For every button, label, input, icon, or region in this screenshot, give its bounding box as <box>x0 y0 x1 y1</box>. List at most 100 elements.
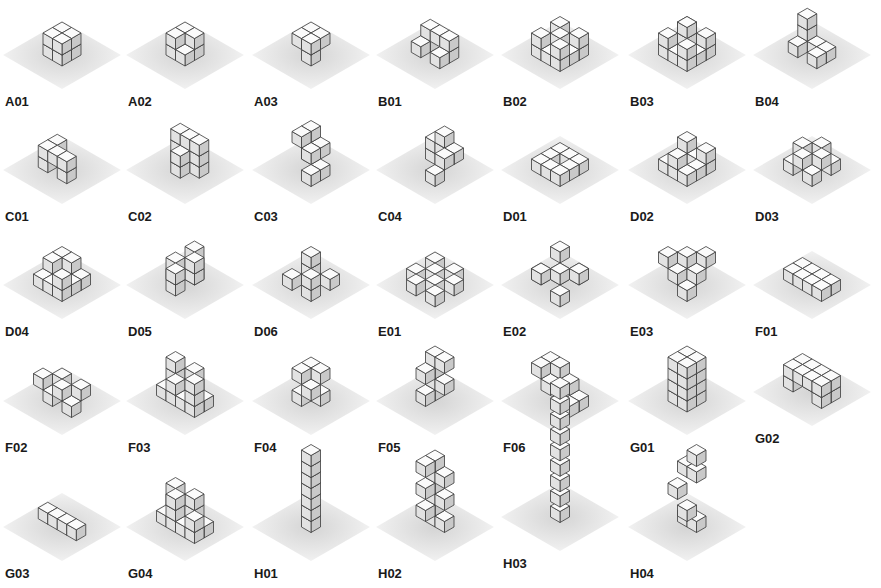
ground-plate <box>628 493 746 561</box>
cube-top-face <box>659 28 678 39</box>
cube-configuration <box>501 377 619 551</box>
cube-top-face <box>678 357 697 368</box>
figure-label-holder: G03 <box>5 567 30 581</box>
cube <box>166 374 185 396</box>
cube <box>185 28 204 50</box>
cube <box>166 489 185 511</box>
cube-configuration <box>376 251 494 319</box>
figure-label: F06 <box>503 441 525 455</box>
cube <box>302 33 321 55</box>
cube-top-face <box>551 241 570 252</box>
cube <box>185 252 204 274</box>
cube-configuration <box>126 478 244 562</box>
cube-top-face <box>793 148 812 159</box>
cube <box>435 148 454 170</box>
cube-top-face <box>812 376 831 387</box>
cube <box>551 39 570 61</box>
cube-top-face <box>62 252 81 263</box>
figure-label-holder: D02 <box>630 210 654 224</box>
ground-plate <box>126 367 244 435</box>
figure-label: H01 <box>254 567 278 581</box>
cube <box>570 263 589 285</box>
cube-configuration <box>501 17 619 90</box>
figure-label-holder: D01 <box>503 210 527 224</box>
cube-top-face <box>668 478 687 489</box>
cube-top-face <box>678 39 697 50</box>
cube <box>311 363 330 385</box>
figure-label: C04 <box>378 210 402 224</box>
cube <box>166 28 185 50</box>
cube-top-face <box>687 445 706 456</box>
cube-top-face <box>185 252 204 263</box>
figure-label: B02 <box>503 95 527 109</box>
figure-label: D02 <box>630 210 654 224</box>
cube <box>551 377 570 399</box>
cube <box>292 363 311 385</box>
figure-label: G02 <box>755 432 780 446</box>
cube-top-face <box>190 134 209 145</box>
cube-configuration <box>376 450 494 561</box>
figure-label: C01 <box>5 210 29 224</box>
cube <box>532 357 551 379</box>
cube-configuration <box>501 241 619 319</box>
figure-label: F05 <box>378 441 400 455</box>
cube <box>532 263 551 285</box>
figure-label-holder: F05 <box>378 441 400 455</box>
cube-configuration <box>376 126 494 204</box>
ground-plate <box>3 367 121 435</box>
cube-top-face <box>185 511 204 522</box>
cube-top-face <box>185 363 204 374</box>
figure-label: F03 <box>128 441 150 455</box>
cube <box>678 39 697 61</box>
ground-plate <box>501 483 619 551</box>
cube-top-face <box>426 252 445 263</box>
cube-configuration <box>628 445 746 562</box>
cube-configuration <box>126 21 244 89</box>
figure-label: F04 <box>254 441 276 455</box>
ground-plate <box>753 136 871 204</box>
figure-label-holder: D04 <box>5 325 29 339</box>
cube <box>435 352 454 374</box>
ground-plate <box>126 493 244 561</box>
figure-label: B03 <box>630 95 654 109</box>
cube-top-face <box>53 33 72 44</box>
ground-plate <box>376 367 494 435</box>
cube-top-face <box>416 456 435 467</box>
cube-top-face <box>435 126 454 137</box>
figure-label-holder: C04 <box>378 210 402 224</box>
cube-top-face <box>697 143 716 154</box>
cube-configuration <box>252 445 370 562</box>
cube-configuration <box>3 247 121 320</box>
cube <box>440 30 459 52</box>
cube-configuration <box>252 21 370 89</box>
ground-plate <box>252 251 370 319</box>
figure-label-holder: D05 <box>128 325 152 339</box>
figure-label: B01 <box>378 95 402 109</box>
cube-top-face <box>292 126 311 137</box>
cube <box>302 269 321 291</box>
ground-plate <box>501 21 619 89</box>
ground-plate <box>628 21 746 89</box>
cube-top-face <box>407 263 426 274</box>
cube-configuration <box>376 346 494 435</box>
cube-top-face <box>678 247 697 258</box>
cube-configuration <box>3 134 121 204</box>
figure-label: D03 <box>755 210 779 224</box>
cube-top-face <box>697 28 716 39</box>
cube-configuration <box>501 136 619 204</box>
cube <box>668 478 687 500</box>
cube-top-face <box>407 274 426 285</box>
cube-configuration <box>252 357 370 435</box>
cube-top-face <box>166 374 185 385</box>
cube-top-face <box>166 478 185 489</box>
cube-top-face <box>166 489 185 500</box>
figure-label: D06 <box>254 325 278 339</box>
cube <box>185 511 204 533</box>
cube-top-face <box>53 379 72 390</box>
cube <box>53 379 72 401</box>
figure-label-holder: C02 <box>128 210 152 224</box>
cube-configuration <box>628 247 746 320</box>
cube <box>67 519 86 541</box>
cube-configuration <box>3 493 121 561</box>
